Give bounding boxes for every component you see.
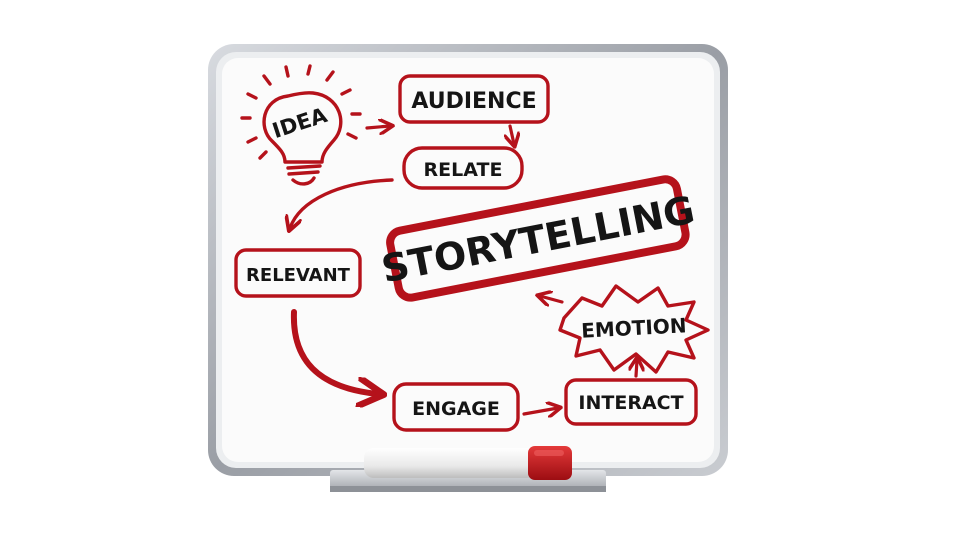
- node-relevant: RELEVANT: [246, 265, 351, 286]
- node-audience: AUDIENCE: [411, 89, 536, 114]
- board-surface: [222, 58, 714, 462]
- node-emotion-burst: [558, 284, 710, 374]
- red-marker-icon: [364, 446, 572, 480]
- node-engage: ENGAGE: [412, 398, 500, 420]
- arrow-emotion-to-storytelling: [540, 296, 564, 302]
- node-relate-box: [402, 146, 524, 190]
- arrow-relate-to-relevant: [290, 178, 394, 228]
- node-storytelling-box: [386, 175, 690, 302]
- node-engage-box: [392, 382, 520, 432]
- node-emotion: EMOTION: [581, 313, 688, 342]
- arrow-interact-to-emotion: [636, 360, 637, 378]
- node-interact: INTERACT: [578, 392, 683, 414]
- arrow-audience-to-relate: [510, 124, 514, 144]
- node-interact-box: [564, 378, 698, 426]
- node-audience-box: [398, 74, 550, 124]
- arrow-idea-to-audience: [365, 126, 390, 128]
- arrow-engage-to-interact: [522, 408, 558, 414]
- node-relate: RELATE: [424, 159, 503, 181]
- marker-tray-lip: [330, 486, 606, 492]
- lightbulb-icon: [240, 64, 362, 186]
- arrow-relevant-to-engage: [290, 309, 378, 394]
- node-relevant-box: [234, 248, 362, 298]
